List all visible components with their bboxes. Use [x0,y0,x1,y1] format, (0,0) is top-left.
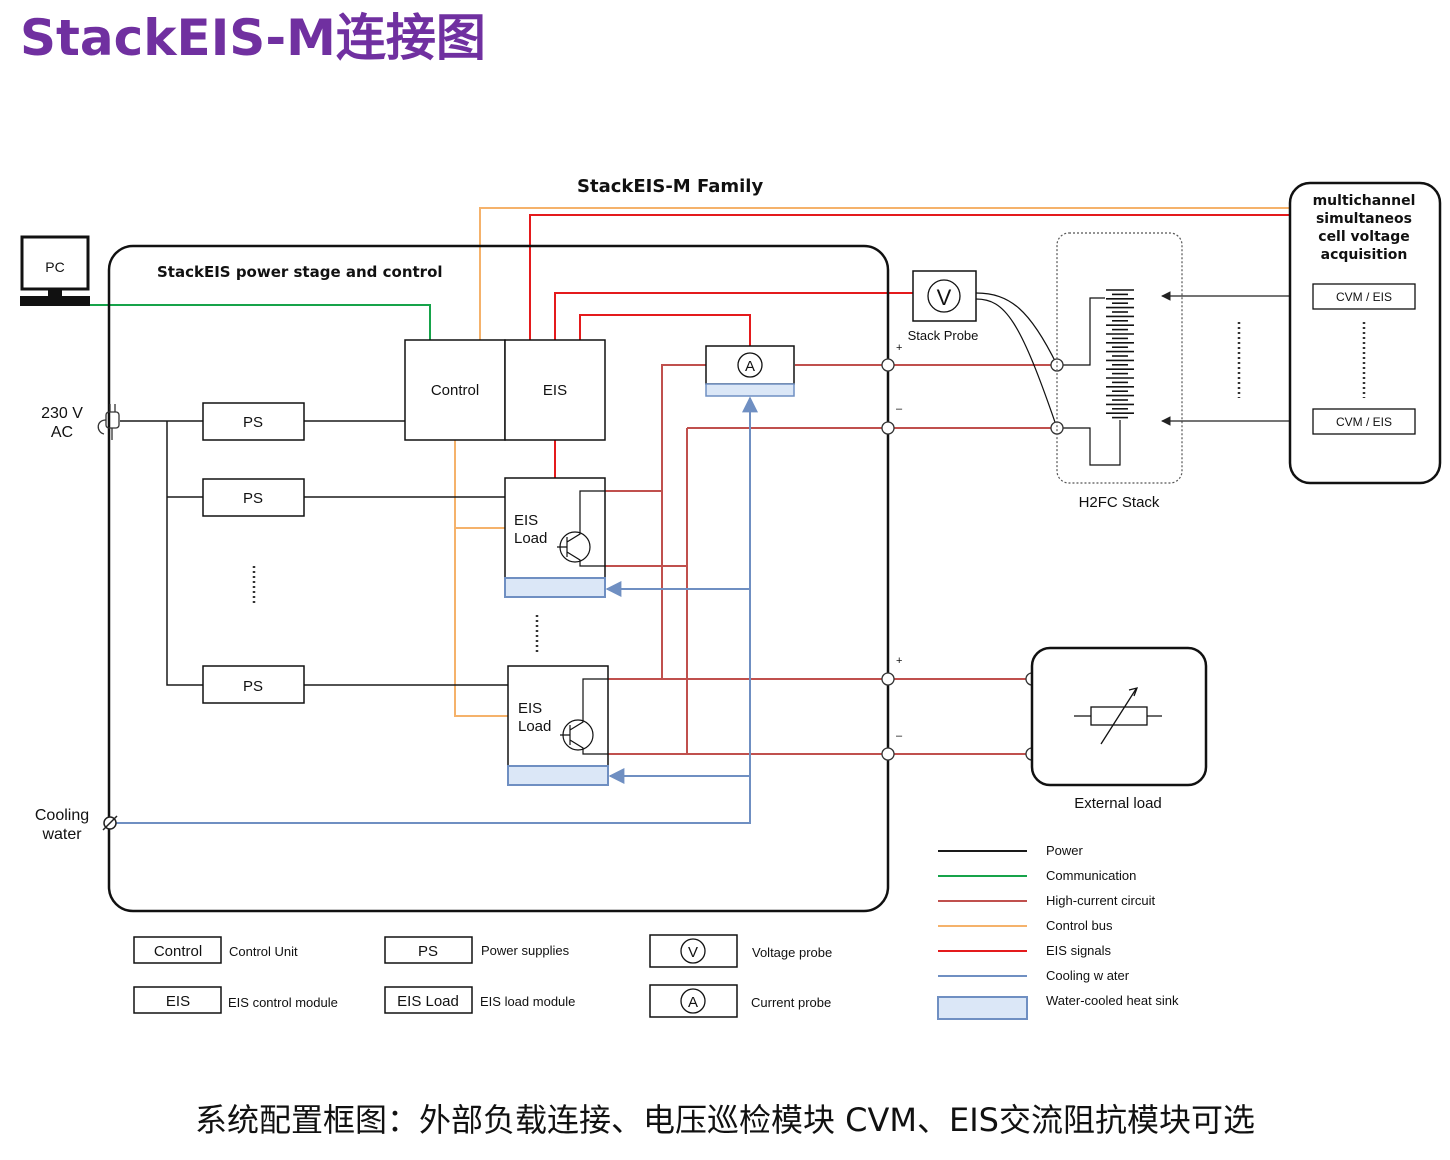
cvm-arrows [1161,291,1313,426]
ammeter-symbol: A [745,358,755,375]
legend-desc: Control Unit [229,944,298,959]
legend-line-label: Power [1046,843,1084,858]
control-bus-lines [454,207,1290,717]
power-lines [120,420,508,686]
cvm-eis-channel: CVM / EIS [1312,283,1416,310]
legend-line-label: Cooling w ater [1046,968,1130,983]
cooling-label-line2: water [41,826,82,843]
legend-symbols: Control Control Unit EIS EIS control mod… [133,934,832,1018]
legend-line-label: Water-cooled heat sink [1046,993,1179,1008]
plus-sign: + [896,655,902,667]
cvm-title-line: simultaneos [1316,211,1412,227]
plug-icon [97,404,120,440]
legend-desc: EIS load module [480,994,575,1009]
legend-eis: EIS EIS control module [133,986,338,1014]
legend-line-swatch [937,996,1028,1020]
minus-sign: – [896,730,903,742]
external-load: External load [1030,646,1208,812]
communication-line [88,304,431,340]
legend-box-text: Control [154,943,202,960]
stack-probe-wires [975,292,1121,466]
cvm-title-line: multichannel [1313,193,1416,209]
cvm-eis-label: CVM / EIS [1336,290,1392,304]
cvm-eis-channel: CVM / EIS [1312,408,1416,435]
family-label: StackEIS-M Family [577,176,763,197]
legend-line-label: Control bus [1046,918,1113,933]
eis-load-label: Load [518,718,551,735]
power-stage-label: StackEIS power stage and control [157,263,443,281]
transistor-icon [557,490,605,567]
legend-box-text: EIS [166,993,190,1010]
cvm-title: multichannel simultaneos cell voltage acqui… [1313,193,1416,263]
plus-sign: + [896,342,902,354]
stack-voltage-probe: V Stack Probe [908,270,979,343]
legend-box-text: A [688,994,698,1011]
legend-line-label: High-current circuit [1046,893,1155,908]
eis-load-module: EIS Load [507,665,609,786]
h2fc-label: H2FC Stack [1079,494,1160,511]
legend-ps: PS Power supplies [384,936,570,964]
voltmeter-symbol: V [937,285,952,310]
ps-box: PS [202,402,305,441]
page-title: StackEIS-M连接图 [20,9,486,67]
h2fc-stack: H2FC Stack [1056,232,1183,511]
high-current-lines [605,364,1057,755]
legend-desc: Current probe [751,995,831,1010]
pc-label: PC [45,259,64,275]
mains-label-line2: AC [51,424,73,441]
ps-box: PS [202,665,305,704]
eis-load-module: EIS Load [504,477,606,598]
eis-control-module: EIS [504,339,606,441]
ps-label: PS [243,490,263,507]
legend-box-text: EIS Load [397,993,459,1010]
legend-line-label: Communication [1046,868,1136,883]
transistor-icon [560,678,608,755]
power-stage-enclosure [107,244,890,913]
control-unit: Control [404,339,506,441]
legend-current-probe: A Current probe [649,984,831,1018]
minus-sign: – [896,403,903,415]
eis-load-label: EIS [514,512,538,529]
eis-load-label: EIS [518,700,542,717]
ps-label: PS [243,414,263,431]
eis-load-label: Load [514,530,547,547]
eis-signal-lines [529,214,1290,478]
pc-computer: PC [20,235,90,306]
legend-eis-load: EIS Load EIS load module [384,986,575,1014]
stack-probe-label: Stack Probe [908,328,979,343]
legend-desc: Power supplies [481,943,570,958]
cooling-water-lines [110,396,758,824]
cooling-inlet-icon [102,815,118,831]
cooling-label-line1: Cooling [35,807,89,824]
current-probe: A [705,345,795,397]
figure-caption: 系统配置框图：外部负载连接、电压巡检模块 CVM、EIS交流阻抗模块可选 [195,1101,1255,1139]
cvm-title-line: cell voltage [1318,229,1409,245]
legend-voltage-probe: V Voltage probe [649,934,832,968]
cvm-title-line: acquisition [1321,247,1408,263]
stack-cells [1106,289,1134,419]
variable-resistor-icon [1074,687,1162,745]
cvm-eis-label: CVM / EIS [1336,415,1392,429]
mains-label-line1: 230 V [41,405,83,422]
control-unit-label: Control [431,382,479,399]
external-load-label: External load [1074,795,1162,812]
eis-module-label: EIS [543,382,567,399]
legend-box-text: PS [418,943,438,960]
ps-label: PS [243,678,263,695]
legend-control: Control Control Unit [133,936,298,964]
cvm-unit: multichannel simultaneos cell voltage acqui… [1288,181,1442,485]
legend-box-text: V [688,944,698,961]
legend-desc: Voltage probe [752,945,832,960]
legend-desc: EIS control module [228,995,338,1010]
ps-box: PS [202,478,305,517]
legend-line-label: EIS signals [1046,943,1112,958]
